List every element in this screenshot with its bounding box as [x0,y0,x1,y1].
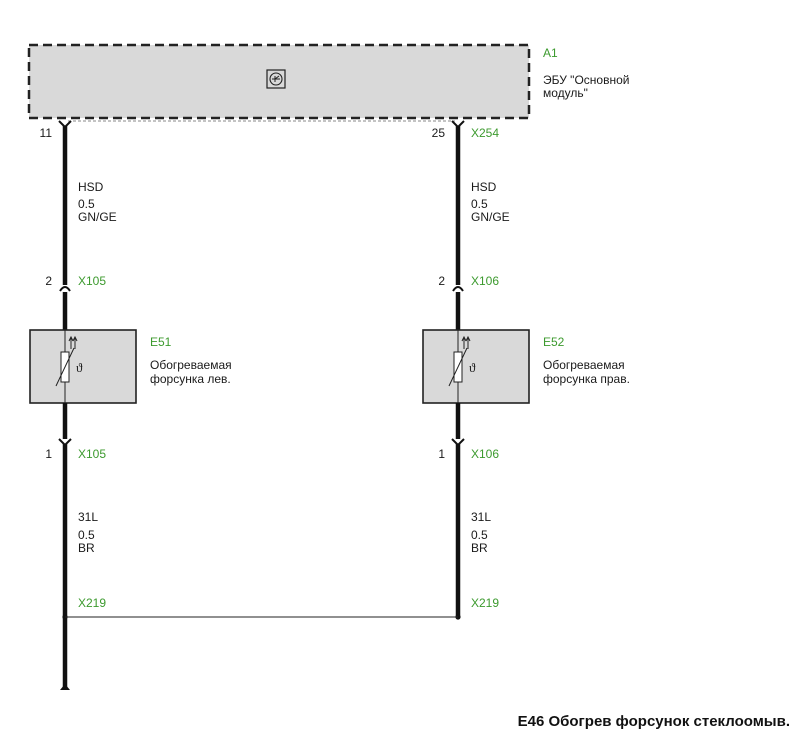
right-circuit: ϑ [422,120,530,620]
right-top-connector [452,286,464,292]
e52-name-line2: форсунка прав. [543,372,630,386]
e51-name-line2: форсунка лев. [150,372,231,386]
e52-name-line1: Обогреваемая [543,358,625,372]
left-bottom-connector-id: X105 [78,447,107,461]
right-ground-signal: 31L [471,510,492,524]
e52-box [422,329,530,404]
e52-ref: E52 [543,335,565,349]
left-ground-color: BR [78,541,95,555]
left-wire-gauge: 0.5 [78,197,95,211]
left-wire-color: GN/GE [78,210,117,224]
right-ground-gauge: 0.5 [471,528,488,542]
transistor-icon [266,69,286,89]
ground-terminal [60,684,70,690]
left-ecu-pin [58,120,72,129]
svg-text:ϑ: ϑ [76,360,83,375]
heating-resistor-icon: ϑ [448,335,476,387]
right-top-pin: 2 [438,274,445,288]
ecu-name-line2: модуль" [543,86,588,100]
svg-text:ϑ: ϑ [469,360,476,375]
right-ground-color: BR [471,541,488,555]
ecu-pin-left: 11 [39,126,52,140]
ecu-name-line1: ЭБУ "Основной [543,73,630,87]
heating-resistor-icon: ϑ [55,335,83,387]
right-bottom-connector-id: X106 [471,447,500,461]
left-top-connector [59,286,71,292]
right-wire-color: GN/GE [471,210,510,224]
e51-ref: E51 [150,335,172,349]
right-splice-id: X219 [471,596,500,610]
left-bottom-pin: 1 [45,447,52,461]
right-bottom-pin: 1 [438,447,445,461]
left-ground-signal: 31L [78,510,99,524]
ecu-connector: X254 [471,126,500,140]
right-ecu-pin [451,120,465,129]
left-circuit: ϑ [29,120,137,690]
left-ground-gauge: 0.5 [78,528,95,542]
e51-box [29,329,137,404]
left-wire-signal: HSD [78,180,104,194]
ecu-pin-right: 25 [431,126,445,140]
right-top-connector-id: X106 [471,274,500,288]
left-splice-id: X219 [78,596,107,610]
diagram-title: E46 Обогрев форсунок стеклоомыв. [517,713,790,730]
e51-name-line1: Обогреваемая [150,358,232,372]
right-wire-signal: HSD [471,180,497,194]
ecu-ref: A1 [543,46,558,60]
left-top-pin: 2 [45,274,52,288]
left-top-connector-id: X105 [78,274,107,288]
right-wire-gauge: 0.5 [471,197,488,211]
